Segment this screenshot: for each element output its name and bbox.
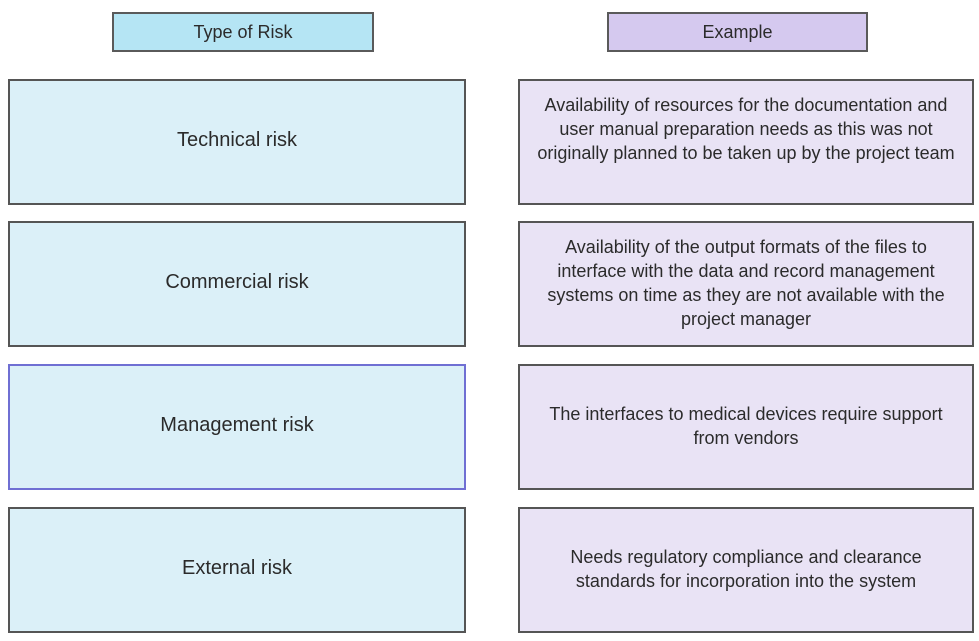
risk-example-regulatory[interactable]: Needs regulatory compliance and clearanc…	[518, 507, 974, 633]
type-of-risk-header: Type of Risk	[112, 12, 374, 52]
example-header-label: Example	[702, 21, 773, 42]
risk-example-text: Needs regulatory compliance and clearanc…	[570, 547, 922, 591]
risk-example-text: The interfaces to medical devices requir…	[549, 404, 943, 448]
risk-example-text: Availability of the output formats of th…	[547, 237, 945, 329]
risk-type-label: External risk	[181, 556, 293, 579]
example-header: Example	[607, 12, 868, 52]
risk-type-technical[interactable]: Technical risk	[8, 79, 466, 205]
type-of-risk-header-label: Type of Risk	[193, 21, 293, 42]
risk-type-external[interactable]: External risk	[8, 507, 466, 633]
risk-example-documentation[interactable]: Availability of resources for the docume…	[518, 79, 974, 205]
risk-type-label: Technical risk	[176, 128, 298, 151]
risk-example-output-formats[interactable]: Availability of the output formats of th…	[518, 221, 974, 347]
risk-type-management[interactable]: Management risk	[8, 364, 466, 490]
risk-example-medical-devices[interactable]: The interfaces to medical devices requir…	[518, 364, 974, 490]
risk-type-label: Commercial risk	[165, 270, 309, 293]
risk-type-commercial[interactable]: Commercial risk	[8, 221, 466, 347]
risk-type-label: Management risk	[160, 413, 314, 436]
risk-example-text: Availability of resources for the docume…	[537, 95, 955, 163]
